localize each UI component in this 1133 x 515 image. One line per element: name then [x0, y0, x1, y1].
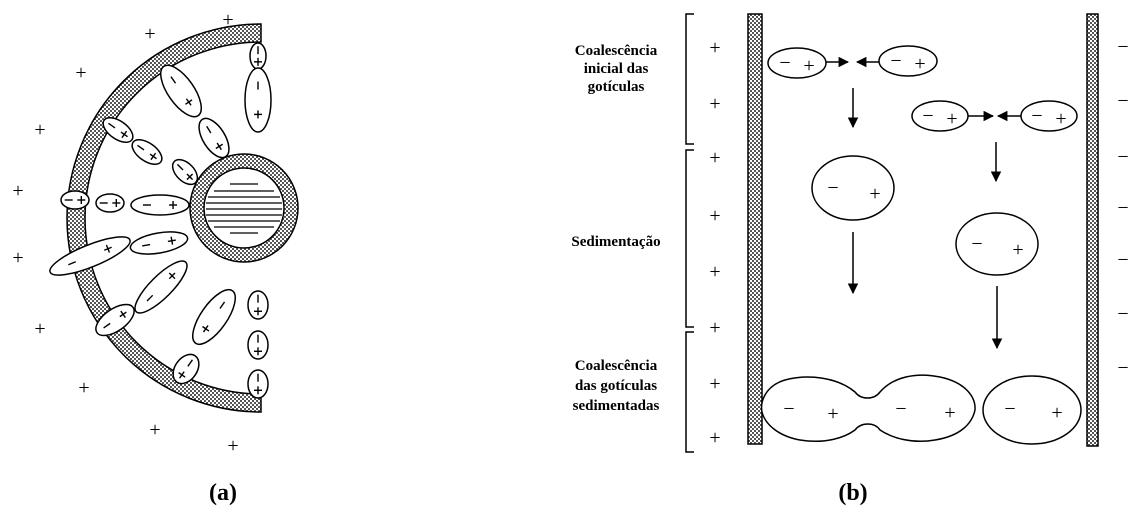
svg-text:Coalescência: Coalescência — [575, 358, 658, 374]
polarized-droplet — [248, 331, 268, 359]
plus-sign: + — [34, 119, 45, 141]
svg-text:−: − — [1031, 105, 1042, 127]
polarized-droplet — [61, 191, 89, 209]
left-wall-positive-charges: + + + + + + + + — [709, 37, 720, 449]
svg-text:−: − — [1117, 197, 1128, 219]
plus-sign: + — [144, 23, 155, 45]
svg-text:sedimentadas: sedimentadas — [573, 398, 660, 414]
svg-text:−: − — [783, 398, 794, 420]
svg-text:Coalescência: Coalescência — [575, 43, 658, 59]
svg-text:+: + — [709, 261, 720, 283]
svg-text:+: + — [709, 147, 720, 169]
plus-sign: + — [34, 318, 45, 340]
caption-b: (b) — [838, 480, 867, 506]
polarized-droplet — [245, 68, 271, 132]
svg-text:−: − — [895, 398, 906, 420]
svg-text:−: − — [1004, 398, 1015, 420]
polarized-droplet — [96, 194, 124, 212]
panel-a: + + + + + + + + + + (a) — [12, 9, 298, 506]
svg-text:Sedimentação: Sedimentação — [571, 234, 660, 250]
plus-sign: + — [75, 62, 86, 84]
bracket-initial-coalescence — [686, 14, 694, 144]
caption-a: (a) — [209, 480, 237, 506]
polarized-droplet — [248, 370, 268, 398]
stage-label-initial-coalescence: Coalescência inicial das gotículas — [575, 43, 658, 95]
settled-droplet-right: − + — [983, 376, 1081, 444]
svg-text:+: + — [709, 93, 720, 115]
polarized-droplet — [128, 254, 193, 319]
svg-text:−: − — [971, 233, 982, 255]
right-electrode-wall — [1087, 14, 1098, 446]
svg-text:+: + — [709, 373, 720, 395]
svg-text:−: − — [827, 177, 838, 199]
droplet-pair-left: − + − + — [768, 46, 937, 78]
svg-text:−: − — [779, 52, 790, 74]
svg-text:−: − — [1117, 90, 1128, 112]
svg-text:+: + — [869, 183, 880, 205]
droplet-pair-right: − + − + — [912, 101, 1077, 131]
polarized-droplet — [129, 228, 190, 258]
stage-label-settled-coalescence: Coalescência das gotículas sedimentadas — [573, 358, 660, 414]
svg-text:+: + — [803, 55, 814, 77]
plus-sign: + — [222, 9, 233, 31]
svg-text:+: + — [1055, 108, 1066, 130]
bracket-sedimentation — [686, 150, 694, 327]
bracket-settled-coalescence — [686, 332, 694, 452]
svg-text:−: − — [1117, 303, 1128, 325]
svg-text:−: − — [890, 50, 901, 72]
svg-text:+: + — [1012, 239, 1023, 261]
svg-text:−: − — [1117, 36, 1128, 58]
svg-text:−: − — [1117, 146, 1128, 168]
svg-text:+: + — [914, 53, 925, 75]
svg-text:+: + — [709, 205, 720, 227]
right-wall-negative-charges: − − − − − − − — [1117, 36, 1128, 379]
svg-text:−: − — [1117, 357, 1128, 379]
svg-text:+: + — [944, 402, 955, 424]
polarized-droplet — [185, 283, 243, 350]
plus-sign: + — [12, 180, 23, 202]
svg-text:gotículas: gotículas — [588, 79, 645, 95]
svg-text:das gotículas: das gotículas — [575, 378, 657, 394]
svg-text:+: + — [827, 403, 838, 425]
svg-text:+: + — [1051, 402, 1062, 424]
stage-label-sedimentation: Sedimentação — [571, 234, 660, 250]
svg-text:+: + — [709, 317, 720, 339]
polarized-droplet — [153, 59, 209, 123]
polarized-droplet — [193, 114, 235, 163]
polarized-droplet — [248, 291, 268, 319]
svg-text:−: − — [1117, 249, 1128, 271]
left-electrode-wall — [748, 14, 762, 444]
plus-sign: + — [149, 419, 160, 441]
svg-text:+: + — [946, 108, 957, 130]
coalesced-droplet-right: − + — [956, 213, 1038, 275]
polarized-droplet — [131, 195, 189, 215]
plus-sign: + — [78, 377, 89, 399]
coalesced-droplet-left: − + — [812, 156, 894, 220]
svg-text:+: + — [709, 37, 720, 59]
polarized-droplet — [250, 43, 266, 69]
plus-sign: + — [12, 247, 23, 269]
plus-sign: + — [227, 435, 238, 457]
svg-text:inicial das: inicial das — [584, 61, 649, 77]
merging-droplets: − + − + — [762, 375, 975, 441]
inner-electrode — [190, 154, 298, 262]
polarized-droplet — [128, 135, 166, 169]
panel-b: Coalescência inicial das gotículas Sedim… — [571, 14, 1128, 506]
svg-text:−: − — [922, 105, 933, 127]
svg-text:+: + — [709, 427, 720, 449]
